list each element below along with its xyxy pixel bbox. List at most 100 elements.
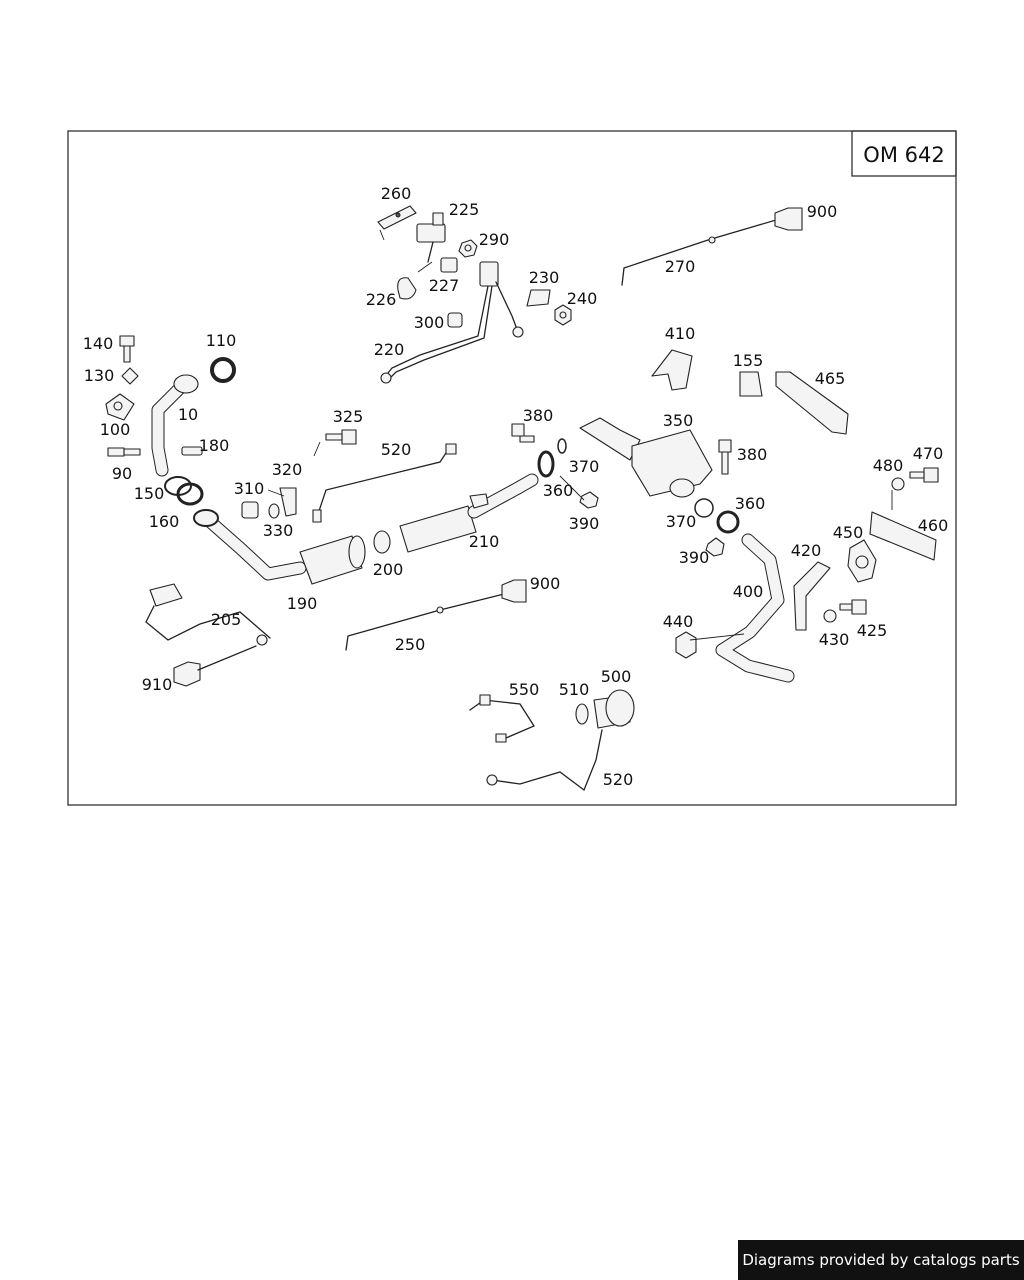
part-226-clamp[interactable] — [397, 277, 417, 300]
label-900-top: 900 — [807, 202, 838, 221]
part-360-clamp-left[interactable] — [537, 450, 555, 478]
label-400: 400 — [733, 582, 764, 601]
part-420-bracket[interactable] — [793, 561, 831, 631]
part-205-nox-sensor[interactable] — [145, 583, 271, 646]
label-460: 460 — [918, 516, 949, 535]
part-270-temperature-sensor[interactable] — [621, 219, 777, 286]
label-520-bottom: 520 — [603, 770, 634, 789]
part-900-connector-middle[interactable] — [501, 579, 527, 603]
label-900-middle: 900 — [530, 574, 561, 593]
part-380-bolt-left[interactable] — [511, 423, 535, 443]
part-430-washer[interactable] — [823, 609, 837, 623]
label-300: 300 — [414, 313, 445, 332]
label-240: 240 — [567, 289, 598, 308]
label-225: 225 — [449, 200, 480, 219]
part-320-bracket[interactable] — [279, 487, 297, 517]
part-480-washer[interactable] — [891, 477, 905, 491]
part-465-bracket[interactable] — [775, 371, 849, 435]
part-140-bolt[interactable] — [119, 335, 135, 363]
part-500-valve[interactable] — [593, 689, 635, 729]
part-labels: 260 225 290 226 227 230 240 300 220 270 … — [83, 184, 949, 789]
part-290-nut[interactable] — [458, 239, 478, 258]
label-325: 325 — [333, 407, 364, 426]
label-220: 220 — [374, 340, 405, 359]
label-140: 140 — [83, 334, 114, 353]
label-155: 155 — [733, 351, 764, 370]
label-260: 260 — [381, 184, 412, 203]
part-210-intermediate-pipe[interactable] — [399, 473, 539, 553]
label-425: 425 — [857, 621, 888, 640]
part-360-clamp-right[interactable] — [716, 510, 740, 534]
label-520-top: 520 — [381, 440, 412, 459]
part-300-sleeve[interactable] — [447, 312, 463, 328]
part-240-nut[interactable] — [554, 304, 572, 326]
engine-code: OM 642 — [863, 143, 944, 167]
part-110-clamp[interactable] — [210, 357, 236, 383]
part-227-holder[interactable] — [440, 257, 458, 273]
part-200-clamp[interactable] — [373, 530, 391, 554]
label-465: 465 — [815, 369, 846, 388]
part-260-bracket[interactable] — [377, 205, 417, 230]
part-310-mount[interactable] — [241, 501, 259, 519]
label-360-right: 360 — [735, 494, 766, 513]
part-100-gasket[interactable] — [105, 393, 135, 421]
label-180: 180 — [199, 436, 230, 455]
label-190: 190 — [287, 594, 318, 613]
part-250-temperature-sensor[interactable] — [345, 593, 505, 651]
label-90: 90 — [112, 464, 132, 483]
part-230-bracket[interactable] — [526, 289, 551, 307]
part-370-seal-left[interactable] — [557, 438, 567, 454]
diagram-frame — [67, 130, 957, 806]
part-10-turbo-outlet-pipe[interactable] — [151, 374, 199, 477]
part-380-bolt-right[interactable] — [718, 439, 732, 475]
part-425-bolt[interactable] — [839, 599, 867, 615]
label-390-right: 390 — [679, 548, 710, 567]
part-225-pressure-sensor[interactable] — [416, 212, 446, 263]
part-370-seal-right[interactable] — [694, 498, 714, 518]
label-10: 10 — [178, 405, 198, 424]
part-180-stud[interactable] — [181, 446, 203, 456]
label-250: 250 — [395, 635, 426, 654]
part-130-nut[interactable] — [121, 367, 139, 385]
part-900-connector-top[interactable] — [774, 207, 803, 231]
label-130: 130 — [84, 366, 115, 385]
label-330: 330 — [263, 521, 294, 540]
label-200: 200 — [373, 560, 404, 579]
label-370-right: 370 — [666, 512, 697, 531]
part-90-bolt[interactable] — [107, 447, 141, 457]
part-470-bolt[interactable] — [909, 467, 939, 483]
label-205: 205 — [211, 610, 242, 629]
part-190-catalytic-converter-pipe[interactable] — [193, 509, 366, 585]
part-400-tail-pipe[interactable] — [715, 533, 795, 683]
label-150: 150 — [134, 484, 165, 503]
label-420: 420 — [791, 541, 822, 560]
part-390-nut-right[interactable] — [705, 537, 725, 557]
part-160-clamp[interactable] — [176, 482, 204, 506]
label-160: 160 — [149, 512, 180, 531]
label-380-left: 380 — [523, 406, 554, 425]
label-270: 270 — [665, 257, 696, 276]
label-390-left: 390 — [569, 514, 600, 533]
part-410-heat-shield[interactable] — [651, 349, 693, 391]
part-440-nut[interactable] — [675, 631, 697, 659]
part-330-washer[interactable] — [268, 503, 280, 519]
part-550-pressure-line[interactable] — [469, 694, 535, 743]
part-460-bracket[interactable] — [869, 511, 937, 561]
part-220-pressure-line[interactable] — [380, 261, 524, 384]
part-350-silencer[interactable] — [579, 417, 713, 498]
part-390-nut-left[interactable] — [579, 491, 599, 509]
label-470: 470 — [913, 444, 944, 463]
part-910-connector[interactable] — [173, 645, 257, 687]
label-227: 227 — [429, 276, 460, 295]
label-360-left: 360 — [543, 481, 574, 500]
part-450-rubber-hanger[interactable] — [847, 539, 877, 583]
part-325-bolt[interactable] — [325, 429, 357, 445]
label-380-right: 380 — [737, 445, 768, 464]
part-520-oxygen-sensor-bottom[interactable] — [486, 729, 603, 792]
part-520-oxygen-sensor-top[interactable] — [312, 443, 457, 523]
label-480: 480 — [873, 456, 904, 475]
part-155-rubber-mount[interactable] — [739, 371, 763, 397]
part-510-gasket[interactable] — [575, 703, 589, 725]
label-350: 350 — [663, 411, 694, 430]
